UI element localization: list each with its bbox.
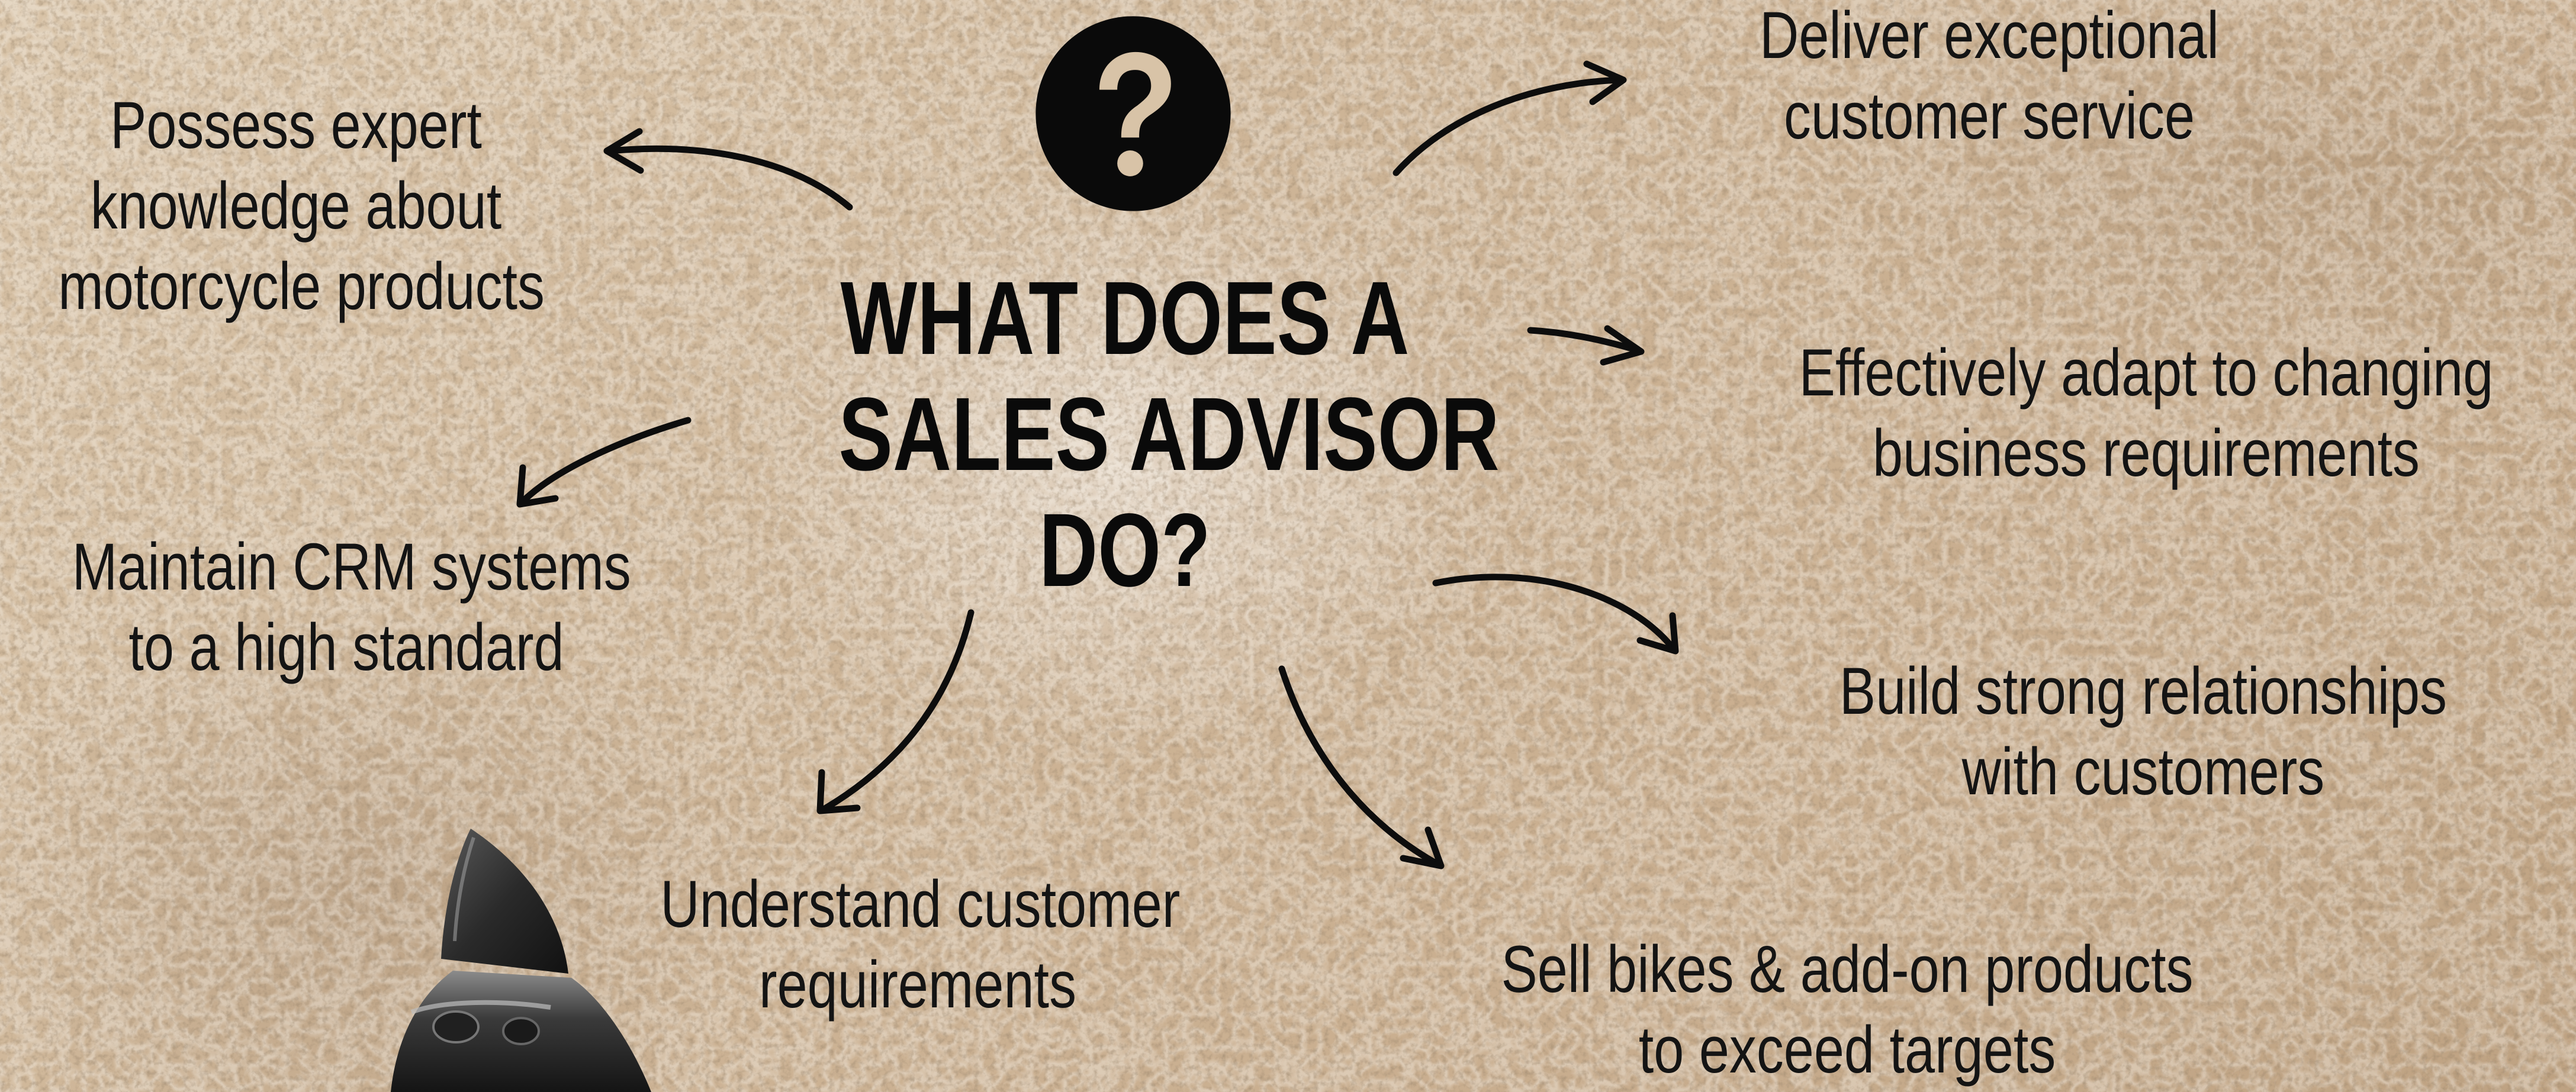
duty-relationships: Build strong relationships with customer… (1794, 651, 2493, 812)
arrow-to-adapt (1527, 325, 1645, 366)
arrow-to-understand (816, 609, 975, 814)
duty-line: knowledge about (90, 169, 502, 243)
title-line: SALES ADVISOR (838, 376, 1500, 492)
title-line: DO? (1039, 492, 1211, 608)
main-question-title: WHAT DOES A SALES ADVISOR DO? (838, 260, 1500, 608)
arrow-to-sell (1278, 665, 1445, 869)
title-line: WHAT DOES A (840, 260, 1410, 376)
duty-line: Possess expert (110, 88, 482, 162)
duty-understand: Understand customer requirements (660, 864, 1181, 1025)
duty-line: customer service (1783, 79, 2195, 153)
duty-line: Maintain CRM systems (72, 530, 631, 604)
duty-line: Sell bikes & add-on products (1501, 932, 2194, 1006)
duty-line: requirements (759, 948, 1076, 1022)
duty-line: with customers (1961, 735, 2325, 808)
duty-sell: Sell bikes & add-on products to exceed t… (1498, 929, 2197, 1090)
duty-expert-knowledge: Possess expert knowledge about motorcycl… (58, 85, 545, 327)
duty-line: to a high standard (128, 610, 564, 684)
duty-customer-service: Deliver exceptional customer service (1747, 0, 2232, 156)
duty-crm: Maintain CRM systems to a high standard (72, 527, 631, 688)
arrow-to-expert-knowledge (603, 128, 853, 211)
duty-line: Effectively adapt to changing (1799, 336, 2494, 410)
duty-line: Build strong relationships (1839, 654, 2448, 728)
duty-line: business requirements (1873, 416, 2420, 490)
arrow-to-crm (516, 417, 692, 508)
duty-line: Understand customer (660, 867, 1181, 941)
duty-line: Deliver exceptional (1760, 0, 2219, 72)
question-mark-circle-icon (1035, 16, 1231, 211)
duty-line: motorcycle products (58, 249, 545, 323)
motorcycle-windscreen-image (391, 829, 651, 1092)
duty-line: to exceed targets (1638, 1013, 2056, 1087)
arrow-to-customer-service (1392, 60, 1627, 176)
duty-adapt: Effectively adapt to changing business r… (1797, 333, 2496, 494)
arrow-to-relationships (1432, 574, 1679, 655)
